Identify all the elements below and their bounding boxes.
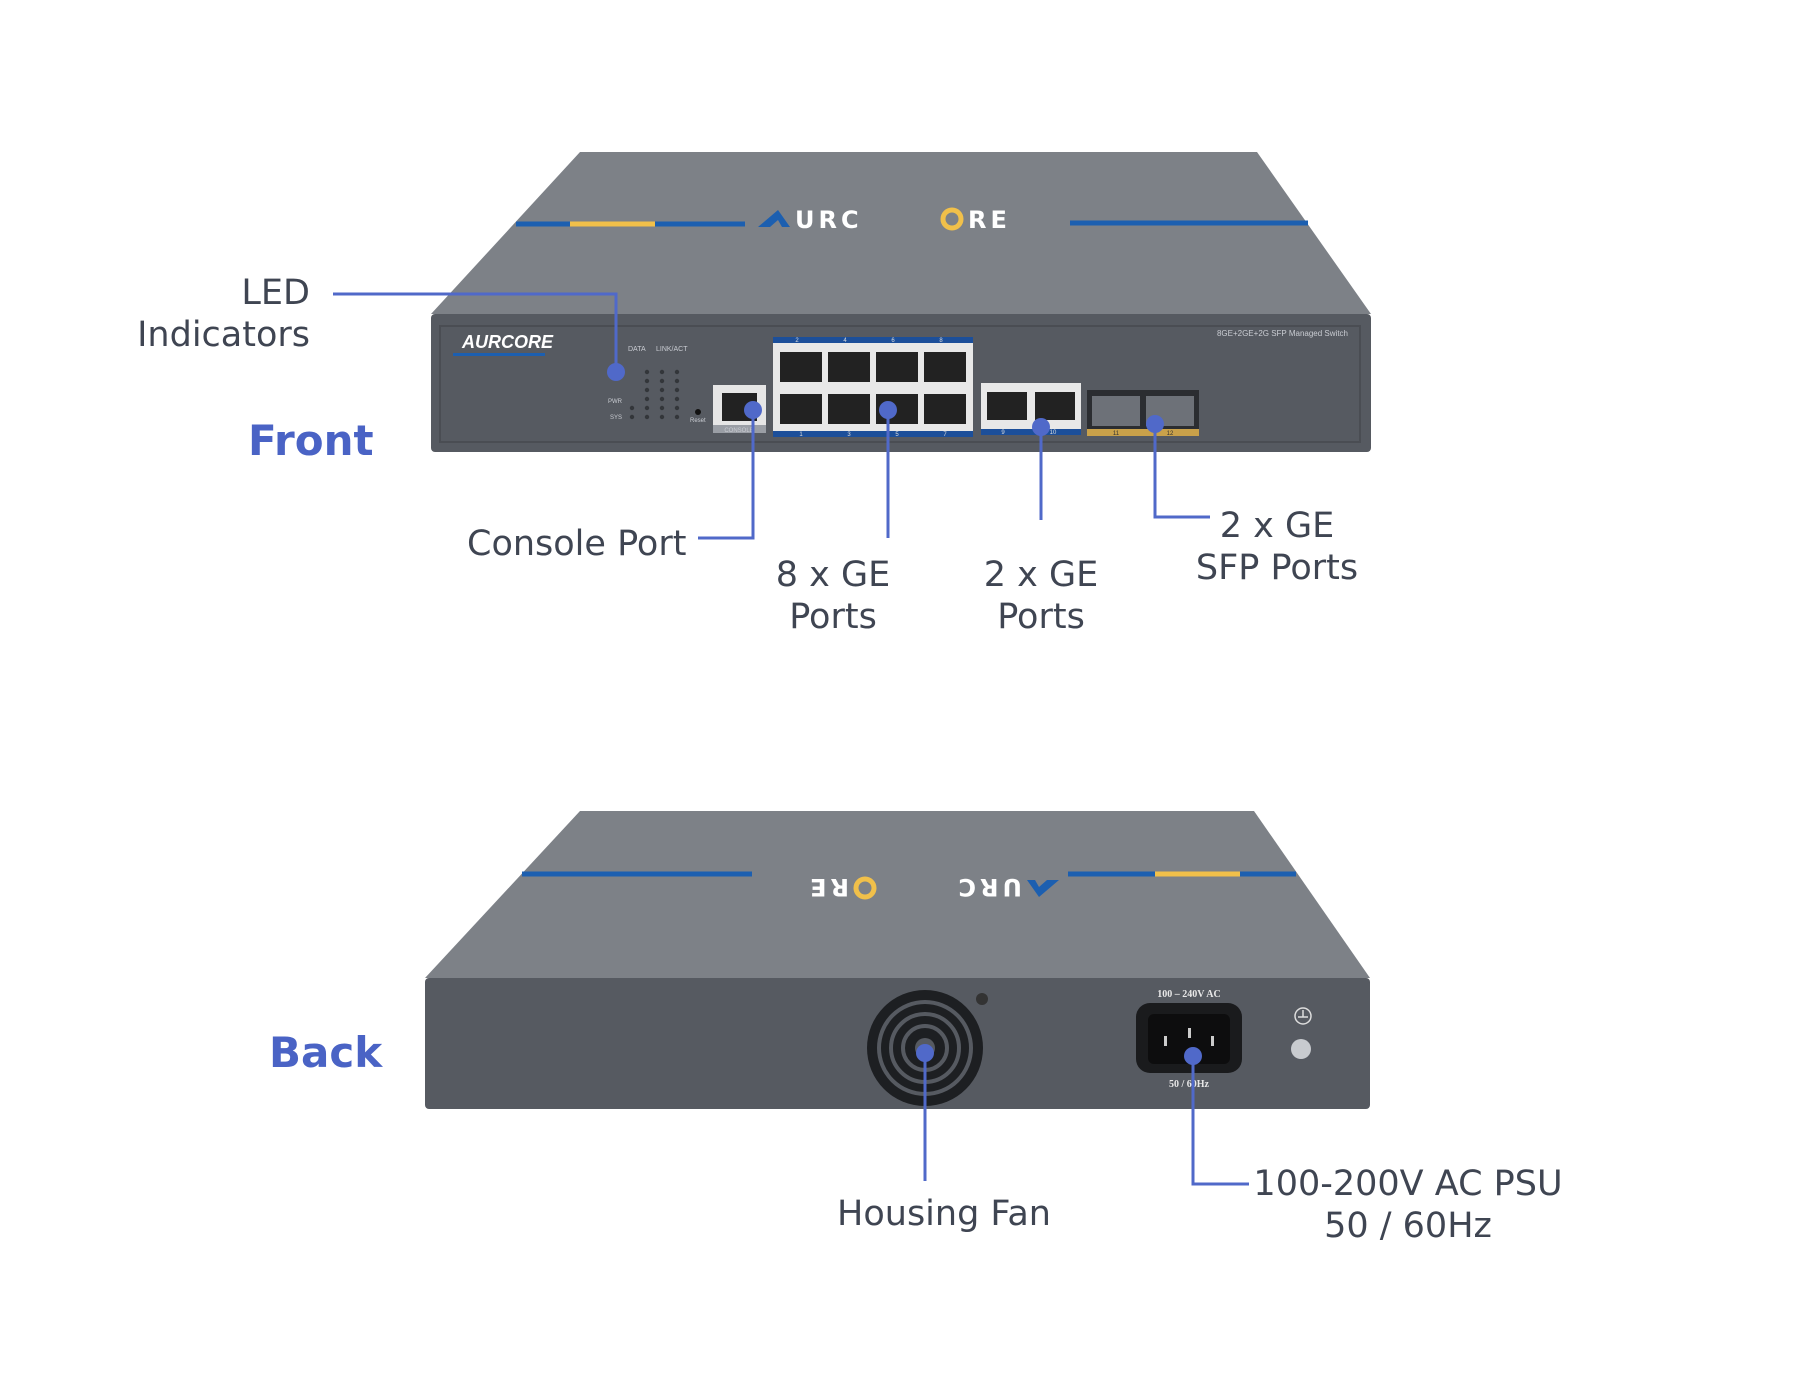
console-label: CONSOLE: [724, 428, 753, 434]
port-number: 7: [943, 432, 947, 438]
model-text: 8GE+2GE+2G SFP Managed Switch: [1217, 329, 1348, 338]
led: [674, 378, 680, 384]
back-top-face: [425, 811, 1370, 978]
led: [674, 414, 680, 420]
leader-led: [333, 292, 618, 372]
led: [659, 396, 665, 402]
led: [644, 405, 650, 411]
ge-port: [987, 392, 1027, 420]
front-logo: AURCORE: [453, 332, 554, 356]
ge-port: [828, 394, 870, 424]
port-number: 1: [799, 432, 803, 438]
power-inlet: [1136, 1003, 1242, 1073]
led: [629, 405, 635, 411]
ge-port: [1035, 392, 1075, 420]
port-numbers: 2 4 6 8 1 3 5 7 9 10 11 12: [795, 338, 1174, 438]
leader-psu: [1191, 1056, 1249, 1186]
front-section-label: Front: [248, 416, 374, 465]
ge-port: [924, 394, 966, 424]
led: [644, 387, 650, 393]
led: [629, 414, 635, 420]
port-number: 6: [891, 338, 895, 344]
led: [644, 369, 650, 375]
led: [659, 414, 665, 420]
sfp-port: [1092, 396, 1140, 426]
ground-icon: [1294, 1007, 1312, 1025]
ge-port: [828, 352, 870, 382]
reset-label: Reset: [690, 418, 706, 424]
led: [674, 369, 680, 375]
leader-lines: [333, 292, 1249, 1186]
led: [674, 396, 680, 402]
callout-dots: [607, 363, 1202, 1065]
psu-top-text: 100 – 240V AC: [1157, 989, 1220, 1000]
ge-port: [780, 352, 822, 382]
led-pwr-label: PWR: [608, 399, 623, 405]
port-number: 10: [1050, 430, 1057, 436]
led: [674, 387, 680, 393]
fan-screw: [976, 993, 988, 1005]
led-grid: [629, 369, 680, 420]
svg-text:URC: URC: [795, 206, 863, 234]
top-logo: URC RE: [758, 206, 1011, 234]
psu-bottom-text: 50 / 60Hz: [1169, 1079, 1210, 1090]
ge-port: [924, 352, 966, 382]
front-device: URC RE AURCORE 8GE+2GE+2G SFP Managed Sw…: [431, 152, 1371, 452]
leader-sfp: [1153, 424, 1210, 519]
led: [659, 378, 665, 384]
port-number: 9: [1001, 430, 1005, 436]
led: [674, 405, 680, 411]
sfp-number: 11: [1113, 431, 1120, 437]
top-logo-mirrored: URC RE: [806, 873, 1059, 901]
led: [659, 387, 665, 393]
svg-text:RE: RE: [968, 206, 1011, 234]
callout-fan: Housing Fan: [837, 1194, 1051, 1234]
back-section-label: Back: [269, 1028, 383, 1077]
svg-text:AURCORE: AURCORE: [461, 332, 554, 352]
led-header-data: DATA: [628, 346, 646, 353]
ge-port: [876, 352, 918, 382]
svg-text:URC: URC: [954, 873, 1022, 901]
ground-screw: [1291, 1039, 1311, 1059]
front-top-face: [431, 152, 1371, 314]
led: [644, 414, 650, 420]
ge-port: [780, 394, 822, 424]
sfp-number: 12: [1167, 431, 1174, 437]
port-number: 3: [847, 432, 851, 438]
led: [659, 369, 665, 375]
leader-console: [698, 410, 755, 540]
reset-button: [695, 409, 701, 415]
led: [659, 405, 665, 411]
svg-text:RE: RE: [806, 873, 849, 901]
callout-console: Console Port: [467, 524, 687, 564]
port-number: 8: [939, 338, 943, 344]
back-device: URC RE 100 – 240V AC 50 / 60Hz: [425, 811, 1370, 1109]
port-number: 4: [843, 338, 847, 344]
led: [644, 396, 650, 402]
led-sys-label: SYS: [610, 415, 622, 421]
led-header-link: LINK/ACT: [656, 346, 688, 353]
port-number: 5: [895, 432, 899, 438]
port-number: 2: [795, 338, 799, 344]
led: [644, 378, 650, 384]
